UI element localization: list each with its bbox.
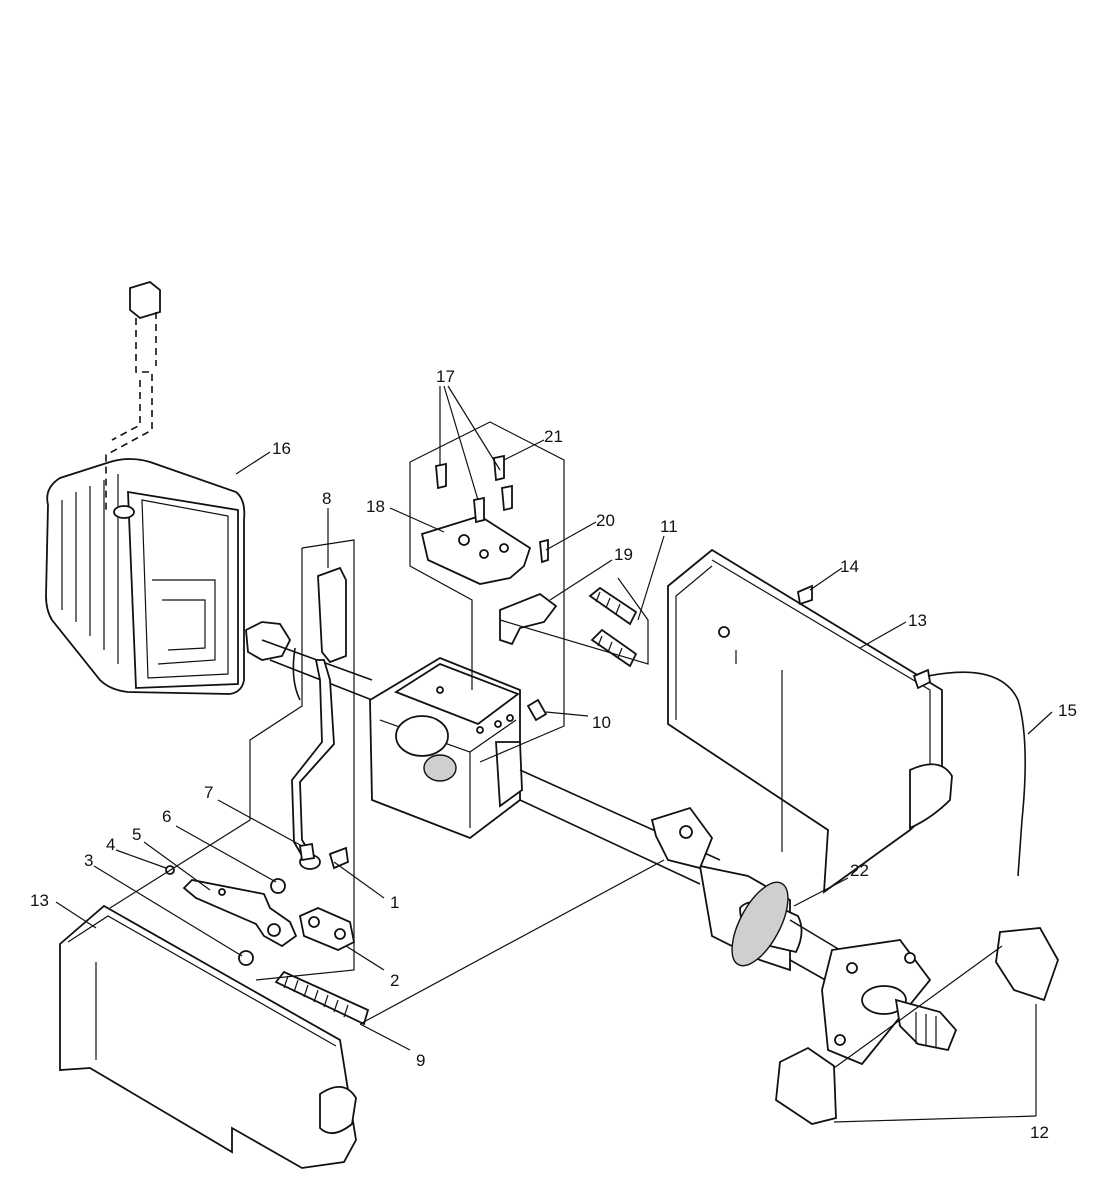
- wire-harness: [912, 668, 1026, 877]
- callout-9: 9: [416, 1051, 425, 1070]
- bolt-b: [473, 496, 485, 524]
- screw: [796, 584, 813, 606]
- bushing-half-b: [995, 927, 1059, 1002]
- callout-14: 14: [840, 557, 859, 576]
- callout-7: 7: [204, 783, 213, 802]
- detent-springs: [588, 586, 638, 668]
- callout-19: 19: [614, 545, 633, 564]
- callout-18: 18: [366, 497, 385, 516]
- shift-boot: [45, 458, 246, 695]
- shaft-tube: [245, 621, 373, 701]
- column-bracket: [650, 806, 714, 870]
- callout-8: 8: [322, 489, 331, 508]
- bushing: [298, 842, 316, 862]
- callout-17: 17: [436, 367, 455, 386]
- washer: [270, 878, 286, 894]
- selector-arm: [499, 592, 558, 646]
- callout-6: 6: [162, 807, 171, 826]
- bushing-half-a: [775, 1046, 837, 1125]
- small-spring: [526, 698, 548, 722]
- leader-lines: [55, 385, 1053, 1123]
- bolt-c: [501, 484, 513, 512]
- callout-12: 12: [1030, 1123, 1049, 1142]
- callout-22: 22: [850, 861, 869, 880]
- callout-5: 5: [132, 825, 141, 844]
- return-spring: [274, 970, 370, 1026]
- selector-plate: [420, 515, 532, 585]
- column-cover-lower: [59, 904, 357, 1169]
- nut: [238, 950, 254, 966]
- callout-10: 10: [592, 713, 611, 732]
- gear-housing: [369, 656, 523, 840]
- callout-4: 4: [106, 835, 115, 854]
- callout-16: 16: [272, 439, 291, 458]
- seal-ring: [731, 881, 789, 967]
- column-cover-upper: [667, 548, 953, 894]
- callout-labels: 1 2 3 4 5 6 7 8 9 10 11 12 13 13 14 15 1…: [30, 367, 1077, 1142]
- pin-20: [539, 538, 549, 564]
- callout-13-lower: 13: [30, 891, 49, 910]
- callout-13-upper: 13: [908, 611, 927, 630]
- assembly-outlines: [109, 421, 649, 981]
- callout-2: 2: [390, 971, 399, 990]
- link-plate: [298, 907, 356, 951]
- callout-20: 20: [596, 511, 615, 530]
- lever-plate: [182, 879, 298, 948]
- callout-11: 11: [660, 517, 678, 536]
- callout-1: 1: [390, 893, 399, 912]
- shift-lever: [291, 566, 347, 870]
- bolt-a: [435, 462, 447, 490]
- shift-knob-hidden: [105, 281, 161, 510]
- callout-15: 15: [1058, 701, 1077, 720]
- callout-3: 3: [84, 851, 93, 870]
- callout-21: 21: [544, 427, 563, 446]
